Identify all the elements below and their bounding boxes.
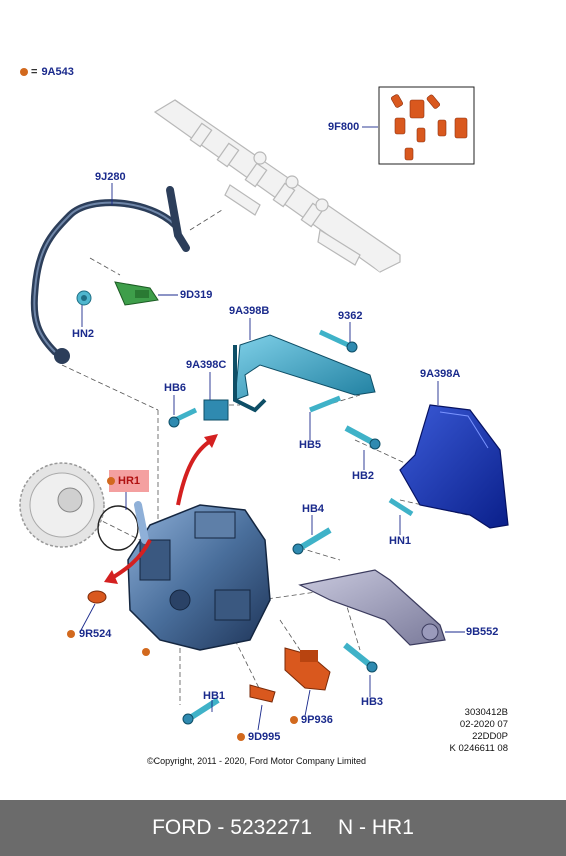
callout-9d319: 9D319 [180, 289, 213, 301]
pump-bracket [298, 569, 446, 646]
hr1-dot-icon [107, 477, 115, 485]
fuel-bracket [203, 334, 376, 421]
footer-part-number: FORD - 5232271 [152, 816, 313, 839]
legend-equals: = [31, 66, 38, 78]
callout-hb3: HB3 [361, 696, 384, 708]
9r524-dot-icon [67, 630, 75, 638]
callout-9f800: 9F800 [328, 121, 360, 133]
illustration-codes: 3030412B 02-2020 07 22DD0P K 0246611 08 [450, 707, 508, 755]
direction-arrows [104, 434, 218, 584]
bolts [168, 329, 414, 725]
code-line-4: K 0246611 08 [449, 743, 508, 754]
callout-9d995: 9D995 [248, 731, 281, 743]
legend-code: 9A543 [41, 66, 74, 78]
callout-hb1: HB1 [203, 690, 226, 702]
callout-hr1: HR1 [118, 475, 141, 487]
callout-9a398b: 9A398B [229, 305, 270, 317]
hr1-highlight [109, 470, 149, 492]
sensor-part [114, 281, 159, 306]
9d995-dot-icon [237, 733, 245, 741]
footer-reference: N - HR1 [338, 816, 414, 839]
sprocket [19, 462, 105, 548]
callout-hb4: HB4 [302, 503, 325, 515]
fuel-rail [153, 99, 401, 273]
orange-dot-icon [20, 68, 28, 76]
callout-leaders [79, 126, 465, 731]
callout-9p936: 9P936 [301, 714, 333, 726]
copyright-text: ©Copyright, 2011 - 2020, Ford Motor Comp… [147, 756, 367, 766]
legend: =9A543 [20, 66, 74, 78]
o-ring [97, 505, 139, 551]
washer-part [87, 590, 107, 604]
nut-part [76, 290, 92, 306]
metering-valve [284, 647, 331, 691]
temp-sensor [249, 684, 276, 703]
kit-box [378, 86, 475, 165]
callout-9362: 9362 [338, 310, 363, 322]
callout-hb5: HB5 [299, 439, 322, 451]
callout-hb6: HB6 [164, 382, 187, 394]
callout-9r524: 9R524 [79, 628, 112, 640]
callout-hn1: HN1 [389, 535, 412, 547]
fuel-return-line [30, 186, 190, 364]
heat-shield [399, 404, 509, 529]
code-line-2: 02-2020 07 [459, 719, 508, 730]
9p936-dot-icon [290, 716, 298, 724]
parts-diagram [19, 86, 509, 731]
callout-9a398c: 9A398C [186, 359, 227, 371]
footer-bar: FORD - 5232271 N - HR1 [0, 800, 566, 856]
callout-hn2: HN2 [72, 328, 95, 340]
callout-9a398a: 9A398A [420, 368, 461, 380]
fuel-pump [127, 501, 271, 656]
code-line-3: 22DD0P [472, 731, 508, 742]
callout-hb2: HB2 [352, 470, 375, 482]
code-line-1: 3030412B [464, 707, 508, 718]
callout-9b552: 9B552 [466, 626, 499, 638]
callout-9j280: 9J280 [95, 171, 126, 183]
diagram-artwork [19, 86, 509, 731]
